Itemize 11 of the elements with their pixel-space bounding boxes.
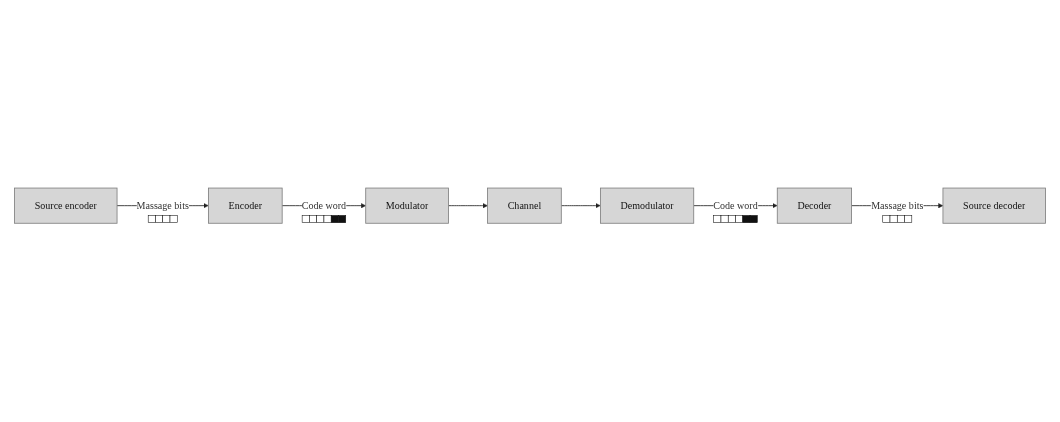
node-box: Source decoder [942, 187, 1046, 224]
node-box: Source encoder [14, 187, 118, 224]
node-box: Decoder [776, 187, 852, 224]
node-box: Modulator [365, 187, 449, 224]
edge-label: Code word [301, 199, 347, 211]
node-box: Demodulator [600, 187, 695, 224]
edge-label: Massage bits [136, 199, 189, 211]
edge-label: Code word [713, 199, 758, 211]
node-box: Encoder [208, 187, 283, 224]
edge-label: Massage bits [871, 199, 924, 211]
node-box: Channel [487, 187, 562, 224]
